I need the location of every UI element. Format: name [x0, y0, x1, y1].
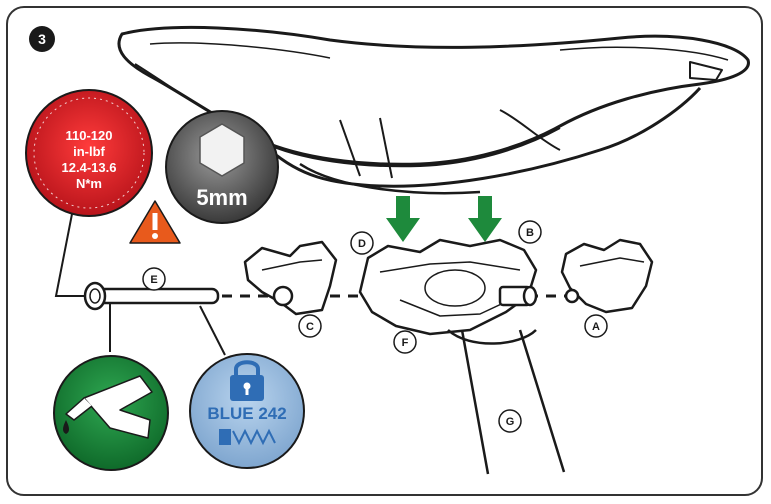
part-letter-c: C — [306, 321, 314, 333]
threadlocker-label: BLUE 242 — [207, 404, 286, 423]
part-letter-g: G — [506, 416, 515, 428]
part-label-f: F — [393, 330, 417, 354]
part-letter-f: F — [402, 337, 409, 349]
part-letter-a: A — [592, 321, 600, 333]
grease-applicator-icon — [65, 375, 153, 439]
leader-lines — [54, 213, 226, 356]
part-label-a: A — [584, 314, 608, 338]
part-label-b: B — [518, 220, 542, 244]
screw-icon — [219, 428, 276, 446]
torque-unit-nm: N*m — [76, 176, 102, 191]
part-letter-b: B — [526, 227, 534, 239]
down-arrow-left — [386, 196, 420, 242]
padlock-icon — [230, 360, 264, 401]
seatpost-head — [358, 238, 538, 336]
part-letter-e: E — [150, 274, 157, 286]
grease-badge — [53, 355, 169, 471]
step-number: 3 — [38, 31, 46, 47]
hex-key-size: 5mm — [196, 185, 247, 210]
torque-range-nm: 12.4-13.6 — [62, 160, 117, 175]
part-label-g: G — [498, 409, 522, 433]
warning-triangle-icon — [129, 200, 181, 244]
torque-dial: 110-120 in-lbf 12.4-13.6 N*m — [25, 89, 153, 217]
hex-key-badge: 5mm — [165, 110, 279, 224]
grease-drop — [63, 420, 69, 434]
part-letter-d: D — [358, 238, 366, 250]
part-label-c: C — [298, 314, 322, 338]
part-label-d: D — [350, 231, 374, 255]
down-arrow-right — [468, 196, 502, 242]
threadlocker-badge: BLUE 242 — [189, 353, 305, 469]
clamp-a — [560, 238, 654, 314]
step-badge: 3 — [29, 26, 55, 52]
hex-key-icon — [199, 123, 245, 177]
torque-unit-inlbf: in-lbf — [73, 144, 105, 159]
torque-range-inlbf: 110-120 — [66, 128, 113, 143]
clamp-c — [243, 240, 338, 316]
part-label-e: E — [142, 267, 166, 291]
seatpost-tube — [447, 329, 566, 475]
saddle — [117, 25, 750, 195]
